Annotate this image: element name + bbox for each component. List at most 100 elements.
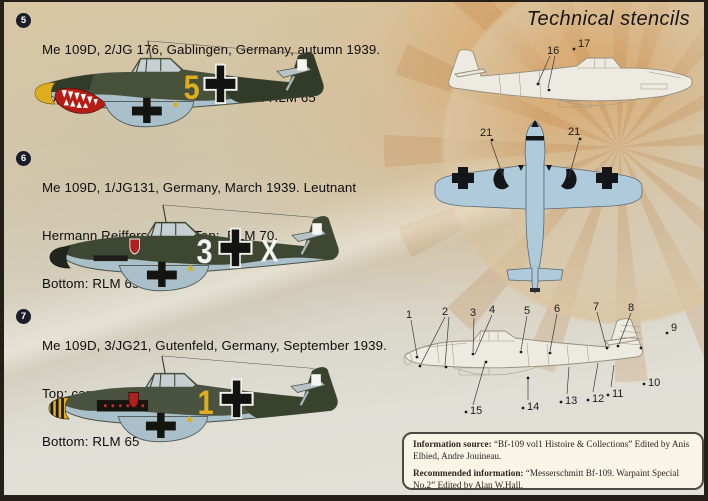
information-box: Information source: “Bf-109 vol1 Histoir…: [402, 432, 704, 490]
stencil-callout-16: 16: [547, 45, 559, 57]
right-wheel-well: [561, 169, 577, 190]
recommended-information-text: “Messerschmitt Bf-109. Warpaint Special …: [413, 468, 679, 490]
stencil-callout-1: 1: [406, 309, 412, 321]
recommended-information-label: Recommended information:: [413, 468, 524, 478]
stencil-side-view-bottom: 1 2 3 4 5 6 7 8 9 10 11 12 13: [403, 301, 677, 417]
caption-line: Me 109D, 3/JG21, Gutenfeld, Germany, Sep…: [42, 338, 387, 353]
camouflage-group: [56, 367, 338, 418]
stencil-callout-4: 4: [489, 304, 495, 316]
fuselage-cross: [203, 63, 238, 105]
stencil-tailplane: [454, 68, 487, 78]
stencil-callout-13: 13: [565, 395, 577, 407]
aircraft-profile-illustration-5: 5: [34, 40, 324, 128]
stencil-callouts: 1 2 3 4 5 6 7 8 9 10 11 12 13: [406, 301, 677, 417]
left-wheel-well: [493, 169, 509, 190]
stencil-callout-7: 7: [593, 301, 599, 313]
stencil-callout-12: 12: [592, 393, 604, 405]
exhaust-panel: [96, 400, 149, 412]
information-source-label: Information source:: [413, 439, 492, 449]
canopy-frames: [150, 222, 177, 237]
stencil-callout-9: 9: [671, 322, 677, 334]
underwing-cross: [146, 261, 177, 287]
stencil-bottom-view: 21 21: [434, 120, 643, 294]
antenna-mast: [161, 355, 166, 374]
antenna-wire: [147, 40, 301, 54]
stencil-callout-2: 2: [442, 306, 448, 318]
aircraft-profile-illustration-6: 3 X: [49, 204, 339, 292]
fuel-triangle-marking: [186, 415, 193, 422]
unit-crest-shield: [129, 238, 140, 255]
stencil-tailplane: [604, 336, 639, 346]
fin-marking-square: [311, 374, 321, 386]
exhaust-strip: [93, 255, 128, 262]
spinner: [34, 82, 56, 105]
stencil-callout-15: 15: [470, 405, 482, 417]
bottom-view-left-tailplane: [506, 267, 533, 282]
caption-line: Bottom: RLM 65: [42, 434, 140, 449]
bottom-view-callouts: 21 21: [480, 126, 582, 178]
right-wing-cross: [596, 167, 618, 189]
antenna-mast: [147, 40, 152, 59]
bottom-view-right-wing: [543, 164, 643, 210]
stencil-aircraft-outline: [448, 49, 693, 102]
canopy: [130, 57, 184, 74]
stencil-aircraft-outline: [404, 318, 643, 369]
scheme-badge-6-number: 6: [20, 153, 27, 164]
stencil-callout-10: 10: [648, 377, 660, 389]
canopy: [144, 372, 198, 389]
caption-line: Me 109D, 1/JG131, Germany, March 1939. L…: [42, 180, 357, 195]
antenna-wire: [162, 204, 316, 218]
shark-mouth: [54, 87, 107, 114]
left-wing-cross: [452, 167, 474, 189]
left-root-marking: [518, 165, 524, 171]
underwing-cross: [131, 97, 162, 123]
tailplane-strut: [285, 75, 295, 91]
tactical-number: 5: [184, 68, 200, 107]
antenna-mast: [162, 204, 167, 223]
stencil-panel-lines: [498, 57, 682, 108]
stencil-callout-3: 3: [470, 307, 476, 319]
scheme-badge-5: 5: [16, 13, 31, 28]
rudder-mark: [530, 288, 540, 292]
tailplane-strut: [300, 239, 310, 255]
stencil-callouts: 16 17: [536, 38, 590, 92]
spinner-tip: [531, 120, 539, 127]
stencil-callout-11: 11: [612, 388, 623, 400]
unit-crest-shield: [128, 392, 139, 409]
fuselage-cross: [218, 227, 253, 269]
antenna-wire: [161, 355, 315, 369]
fuselage-cross: [219, 378, 254, 420]
scheme-badge-7: 7: [16, 309, 31, 324]
canopy: [145, 221, 199, 238]
tactical-number: 1: [198, 383, 214, 422]
fuel-triangle-marking: [172, 100, 179, 107]
stencil-callout-6: 6: [554, 303, 560, 315]
tactical-number: 3: [197, 232, 213, 271]
cowl-band: [526, 136, 544, 141]
spinner: [49, 246, 71, 269]
stencil-callout-17: 17: [578, 38, 590, 50]
bottom-view-right-tailplane: [537, 267, 564, 282]
information-source-text: “Bf-109 vol1 Histoire & Collections” Edi…: [413, 439, 690, 461]
fin-marking-square: [312, 223, 322, 235]
aft-marking-x: X: [261, 235, 279, 270]
tailplane-strut: [299, 390, 309, 406]
canopy-frames: [149, 373, 176, 388]
scheme-badge-5-number: 5: [20, 15, 27, 26]
stencil-panel-lines: [403, 324, 643, 376]
fuel-triangle-marking: [187, 264, 194, 271]
fin-marking-square: [297, 59, 307, 71]
spinner: [48, 397, 70, 420]
right-root-marking: [546, 165, 552, 171]
stencil-side-view-top: 16 17: [448, 38, 693, 108]
technical-stencils-title: Technical stencils: [526, 8, 690, 30]
bottom-view-left-wing: [434, 164, 527, 210]
scheme-badge-6: 6: [16, 151, 31, 166]
information-source: Information source: “Bf-109 vol1 Histoir…: [413, 439, 693, 462]
bottom-view-fuselage: [524, 120, 546, 294]
stencil-callout-21-right: 21: [568, 126, 580, 138]
canopy-frames: [135, 58, 162, 73]
stencil-callout-5: 5: [524, 305, 530, 317]
spinner-stripes: [50, 397, 64, 420]
